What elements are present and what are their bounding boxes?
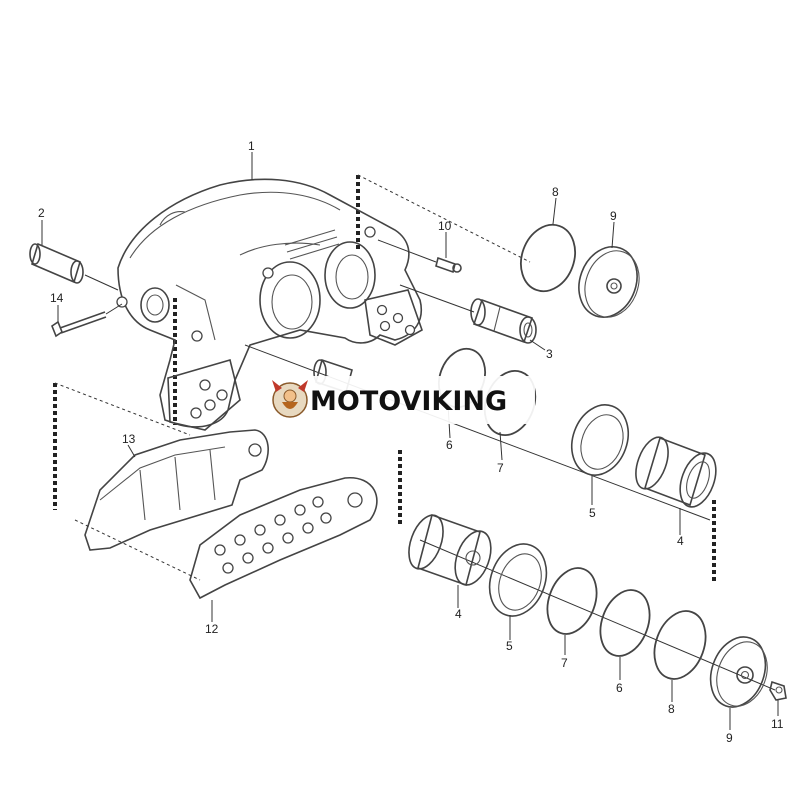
cap-nut	[769, 680, 787, 701]
guide-pin	[29, 242, 119, 291]
seal-ring-lower-7	[546, 567, 598, 635]
callout-8-upper: 8	[552, 185, 559, 199]
motoviking-watermark: MOTOVIKING	[265, 376, 535, 424]
callout-1: 1	[248, 139, 255, 153]
bleeder-screw	[377, 239, 462, 274]
watermark-brand: MOTOVIKING	[310, 386, 507, 417]
piston-upper	[635, 436, 717, 508]
callout-5-upper: 5	[589, 506, 596, 520]
seal-ring-lower-6	[599, 589, 651, 657]
assembly-bracket-upper	[356, 174, 531, 263]
callout-7-upper: 7	[497, 461, 504, 475]
callout-4-lower: 4	[455, 607, 462, 621]
assembly-bracket-pads	[53, 382, 191, 510]
callout-8-lower: 8	[668, 702, 675, 716]
mounting-bolt	[51, 303, 123, 338]
brake-pad-inner	[84, 429, 269, 551]
callout-12: 12	[205, 622, 219, 636]
caliper-housing	[116, 178, 423, 431]
brake-pad-outer	[74, 477, 378, 600]
callout-13: 13	[122, 432, 136, 446]
cap-upper	[578, 246, 640, 318]
cap-lower	[709, 636, 768, 708]
callout-9-lower: 9	[726, 731, 733, 745]
piston-seal-lower	[488, 543, 548, 617]
viking-logo-icon	[272, 380, 308, 418]
assembly-axis	[244, 344, 711, 521]
seal-ring-lower-8	[653, 610, 707, 680]
callout-5-lower: 5	[506, 639, 513, 653]
callout-6-upper: 6	[446, 438, 453, 452]
callout-11: 11	[771, 717, 784, 731]
callout-3: 3	[546, 347, 553, 361]
seal-ring-upper	[520, 223, 576, 293]
piston-seal-upper	[570, 404, 630, 476]
assembly-axis-lower	[419, 539, 776, 691]
callout-4-upper: 4	[677, 534, 684, 548]
callout-leaders	[41, 152, 779, 730]
guide-sleeve	[399, 284, 537, 344]
callout-6-lower: 6	[616, 681, 623, 695]
callout-10: 10	[438, 219, 452, 233]
piston-lower	[408, 513, 492, 587]
callout-14: 14	[50, 291, 64, 305]
callout-2: 2	[38, 206, 45, 220]
callout-9-upper: 9	[610, 209, 617, 223]
callout-7-lower: 7	[561, 656, 568, 670]
